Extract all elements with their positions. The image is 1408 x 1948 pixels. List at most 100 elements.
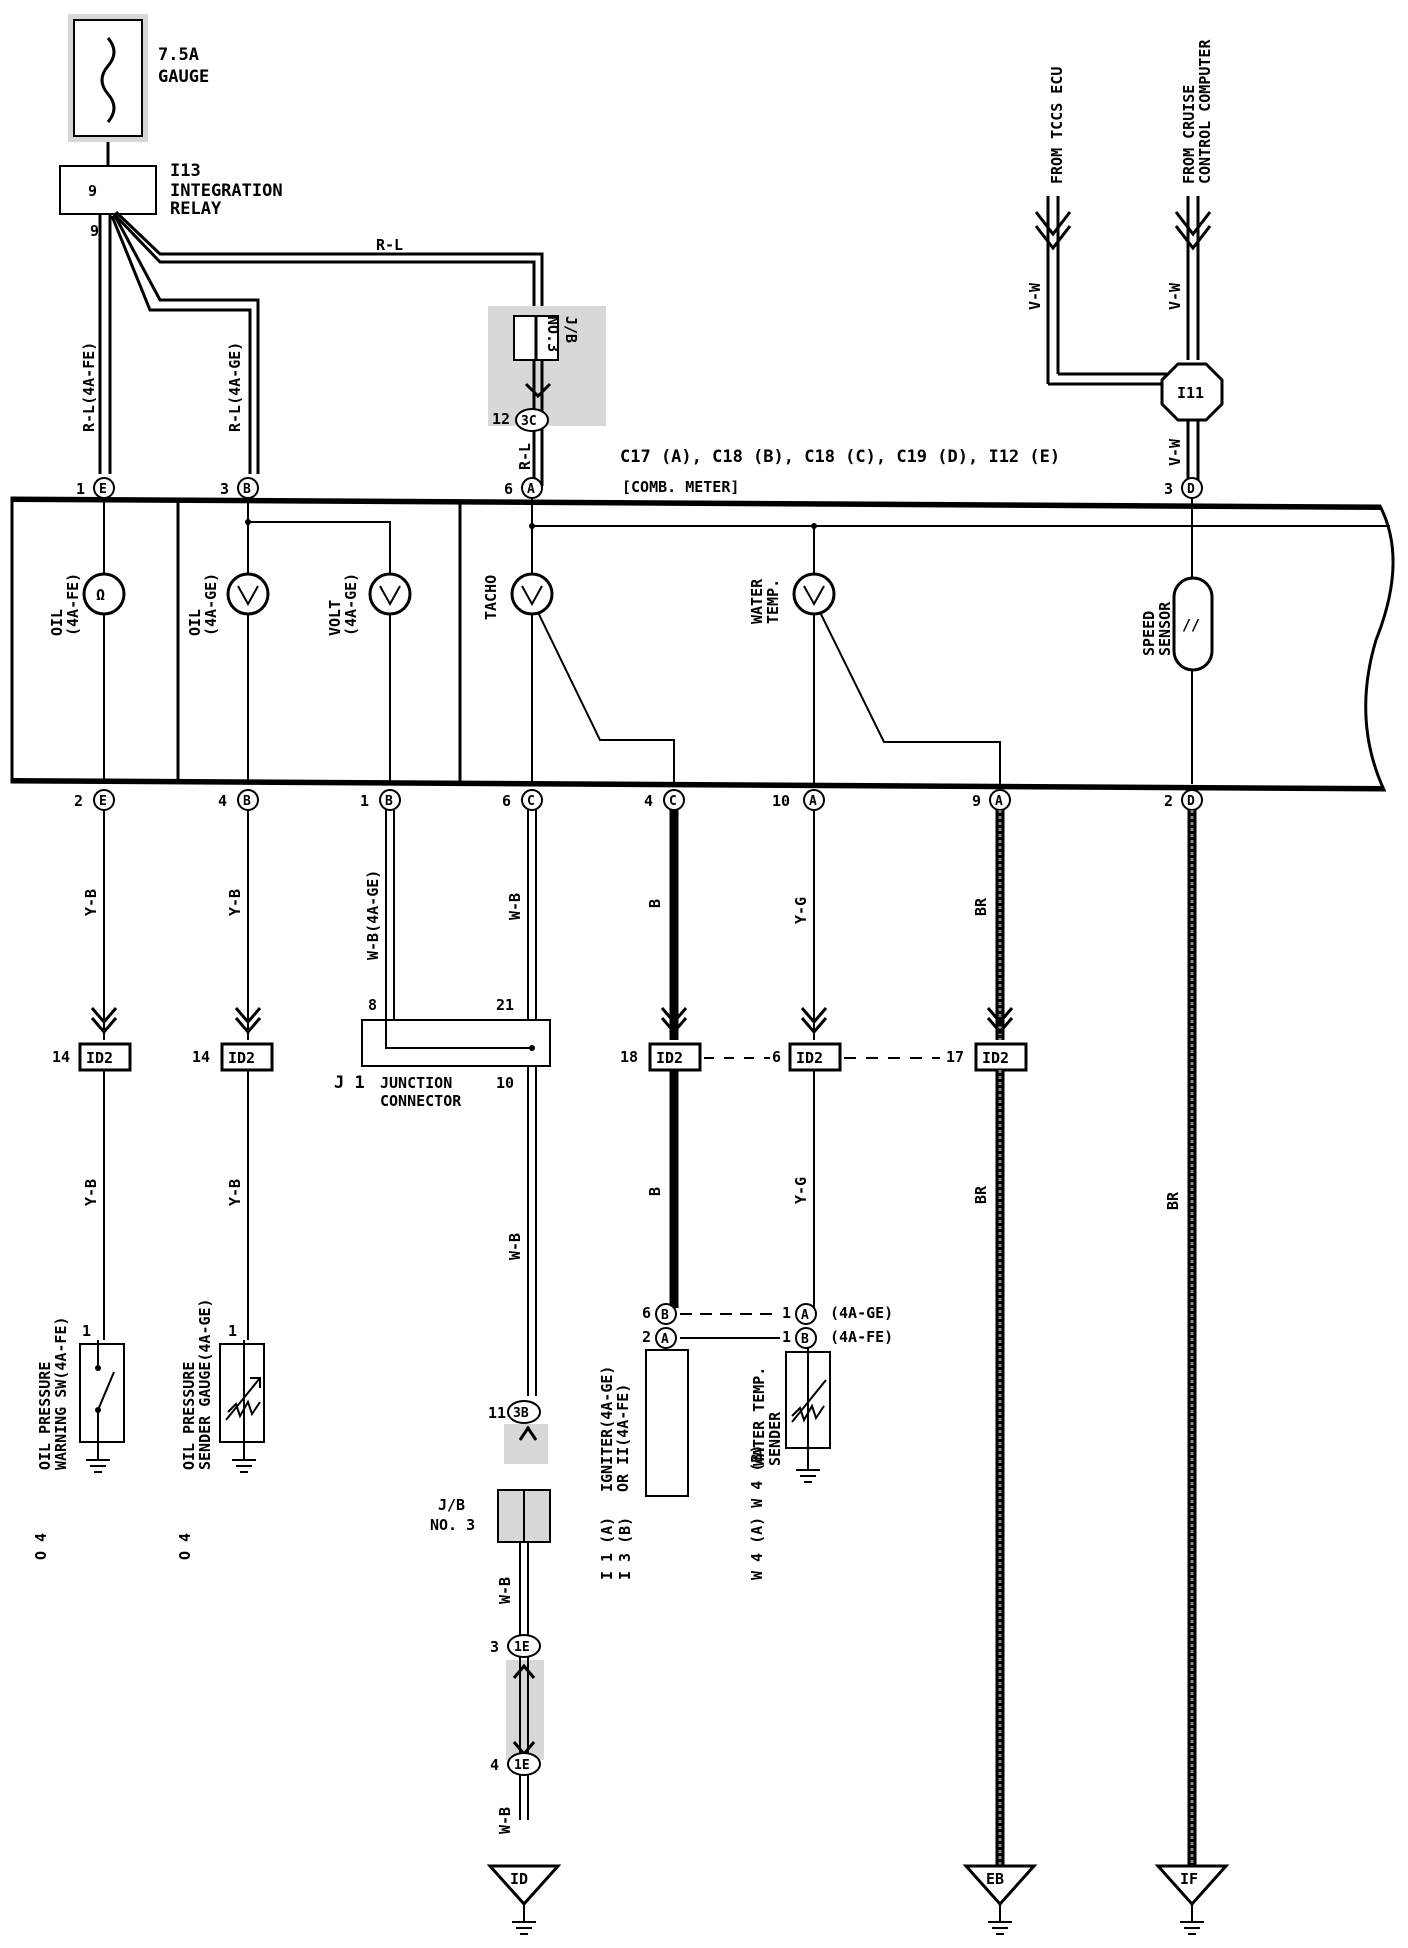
bottom-pins: 2 E 4 B 1 B 6 C 4 C 10 A 9 A 2 D [74,789,1203,811]
j1-label-2: CONNECTOR [380,1092,462,1110]
water-pin-a-letter: A [801,1308,809,1323]
lower-wire-b: B [646,1187,664,1196]
wire-vw-left: V-W [1026,282,1044,310]
ground-if-label: IF [1180,1870,1198,1888]
gauge-tacho: TACHO [482,572,554,620]
source-tccs: FROM TCCS ECU [1048,67,1066,184]
water-label-1: WATER TEMP. [750,1367,768,1466]
junction-connector-j1: 8 21 10 J 1 JUNCTION CONNECTOR [334,996,551,1110]
fuse-rating: 7.5A [158,45,199,65]
source-signals: FROM TCCS ECU FROM CRUISE CONTROL COMPUT… [1026,39,1224,486]
oil-sender-label-1: OIL PRESSURE [180,1362,198,1470]
wire-wb-4age: W-B(4A-GE) [364,870,382,960]
top-pin-2-letter: B [243,482,251,497]
jb-no3-top: J/B NO.3 12 3C R-L [488,306,606,486]
junction-i11: I11 [1177,384,1204,402]
wire-yb-1: Y-B [82,889,100,916]
water-pin-a-num: 1 [782,1304,791,1322]
lower-wire-yb-1: Y-B [82,1179,100,1206]
ground-eb-label: EB [986,1870,1004,1888]
jb-bottom-pin-top: 11 [488,1404,506,1422]
igniter-label-2: OR II(4A-FE) [614,1384,632,1492]
wire-vw-right: V-W [1166,282,1184,310]
water-code: W 4 (A) W 4 (B) [748,1445,766,1580]
water-temp-sender: 1 A 1 B (4A-GE) (4A-FE) WATER TEMP. SEND… [748,1303,893,1580]
water-eng-a: (4A-GE) [830,1304,893,1322]
bottom-pin-6-num: 10 [772,792,790,810]
top-pin-3-num: 6 [504,480,513,498]
id2-connectors: 14 ID2 14 ID2 18 ID2 6 ID2 17 ID2 [52,1042,1028,1072]
relay-id: I13 [170,161,201,181]
downward-wiring: Y-B Y-B W-B(4A-GE) W-B B Y-G BR [82,810,1197,1884]
jb-bottom-pin-low: 4 [490,1756,499,1774]
bottom-pin-4-num: 6 [502,792,511,810]
jb-bottom-conn-mid: 1E [514,1640,530,1655]
jb-top-conn: 3C [521,414,537,429]
bottom-pin-4-letter: C [527,794,535,809]
top-pin-2-num: 3 [220,480,229,498]
bottom-pin-1-letter: E [99,794,107,809]
wire-rl-4age-label: R-L(4A-GE) [226,342,244,432]
source-cruise-2: CONTROL COMPUTER [1196,39,1214,184]
bottom-pin-8-letter: D [1187,794,1195,809]
lower-wire-yb-2: Y-B [226,1179,244,1206]
id2-pin-2: 14 [192,1048,210,1066]
speed-sensor-symbol: // [1182,616,1200,634]
jb-bottom-conn-top: 3B [513,1406,529,1421]
oil-pressure-switch: 1 OIL PRESSURE WARNING SW(4A-FE) O 4 [32,1316,125,1560]
relay-pin: 9 [88,182,97,200]
combo-meter-header: C17 (A), C18 (B), C18 (C), C19 (D), I12 … [620,447,1060,496]
wire-b: B [646,899,664,908]
igniter-label-1: IGNITER(4A-GE) [598,1366,616,1492]
top-pin-4-letter: D [1187,482,1195,497]
igniter-code-1: I 1 (A) [598,1517,616,1580]
bottom-pin-5-num: 4 [644,792,653,810]
gauge-oil-4afe-l2: (4A-FE) [64,573,82,636]
oil-sender-code: O 4 [176,1533,194,1560]
wire-wb-tacho: W-B [506,893,524,920]
igniter-code-2: I 3 (B) [616,1517,634,1580]
j1-pin-a: 8 [368,996,377,1014]
igniter-pin-a-num: 2 [642,1328,651,1346]
wire-br-2: BR [1164,1191,1182,1210]
jb-top-label-2: NO.3 [544,316,562,352]
bottom-pin-7-num: 9 [972,792,981,810]
lower-wiring: Y-B Y-B W-B B Y-G BR [82,1070,1005,1884]
gauge-water-temp: WATER TEMP. [748,572,836,624]
combo-meter-connectors: C17 (A), C18 (B), C18 (C), C19 (D), I12 … [620,447,1060,467]
lower-wire-yg: Y-G [792,1177,810,1204]
oil-pressure-sender: 1 OIL PRESSURE SENDER GAUGE(4A-GE) O 4 [176,1298,265,1560]
combo-meter-name: [COMB. METER] [622,478,739,496]
bottom-pin-3-num: 1 [360,792,369,810]
top-pin-1-num: 1 [76,480,85,498]
gauge-oil-4age: OIL (4A-GE) [186,572,270,636]
oil-sw-label-2: WARNING SW(4A-FE) [52,1316,70,1470]
speed-sensor: // SPEED SENSOR [1140,576,1214,672]
wire-rl-label: R-L [516,443,534,470]
wire-rl-4afe-label: R-L(4A-FE) [80,342,98,432]
bottom-pin-2-num: 4 [218,792,227,810]
source-cruise-1: FROM CRUISE [1180,85,1198,184]
lower-wire-wb: W-B [506,1233,524,1260]
fuse-name: GAUGE [158,67,209,87]
speed-sensor-l1: SPEED [1140,611,1158,656]
jb-bottom-pin-mid: 3 [490,1638,499,1656]
igniter-pin-a-letter: A [661,1332,669,1347]
id2-label-3: ID2 [656,1049,683,1067]
fuse-7.5a-gauge: 7.5A GAUGE [68,14,209,142]
combo-meter-box [10,496,1395,792]
relay-out-pin: 9 [90,222,99,240]
jb-top-label-1: J/B [562,316,580,343]
id2-pin-1: 14 [52,1048,70,1066]
igniter-pin-b-letter: B [661,1308,669,1323]
bottom-pin-5-letter: C [669,794,677,809]
j1-pin-b: 21 [496,996,514,1014]
ground-if: IF [1154,1864,1230,1935]
ground-id: ID [486,1864,562,1935]
id2-pin-3: 18 [620,1048,638,1066]
gauge-volt-l2: (4A-GE) [342,573,360,636]
water-pin-b-letter: B [801,1332,809,1347]
water-label-2: SENDER [766,1411,784,1466]
gauge-oil-4age-l2: (4A-GE) [202,573,220,636]
